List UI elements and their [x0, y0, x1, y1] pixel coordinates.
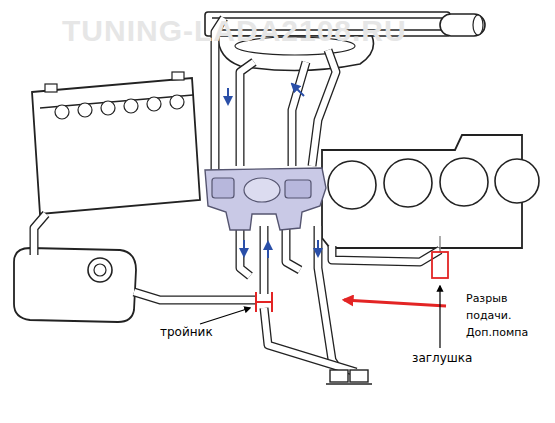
- hose: [332, 246, 440, 262]
- cylinder-bore: [495, 159, 539, 203]
- valve-body: [244, 178, 280, 202]
- flow-arrow: [267, 242, 269, 258]
- hose: [240, 62, 254, 166]
- cylinder-bore: [328, 161, 376, 209]
- tee-fitting: [256, 301, 272, 303]
- expansion-tank: [14, 248, 136, 322]
- hose: [240, 62, 254, 166]
- battery-cap: [101, 101, 115, 115]
- hose: [286, 226, 300, 270]
- battery-cap: [170, 95, 184, 109]
- hose: [34, 214, 46, 255]
- hose: [286, 226, 300, 270]
- flow-arrow: [243, 240, 245, 256]
- heater-valve: [205, 168, 326, 230]
- hose: [261, 226, 267, 294]
- leader-arrow: [200, 308, 250, 324]
- hose: [240, 226, 250, 276]
- hose: [240, 226, 250, 276]
- pipe-fitting: [350, 370, 368, 382]
- valve-body: [285, 180, 311, 198]
- watermark: TUNING-LADA2108.RU: [62, 14, 407, 48]
- tank-cap-inner: [94, 264, 106, 276]
- valve-body: [212, 178, 234, 198]
- hose: [292, 62, 306, 166]
- hose: [292, 62, 306, 166]
- hose: [332, 246, 440, 262]
- hose: [134, 292, 256, 300]
- leader-arrow: [439, 286, 440, 348]
- pipe-fitting: [330, 370, 348, 382]
- hose: [134, 292, 256, 300]
- hose: [312, 50, 336, 166]
- part-label: заглушка: [412, 350, 472, 366]
- battery-terminal: [45, 84, 57, 92]
- flow-arrow: [227, 88, 229, 104]
- heater-tank: [440, 14, 485, 36]
- hose: [312, 50, 336, 166]
- tank-cap: [88, 258, 112, 282]
- battery-cap: [124, 99, 138, 113]
- hose: [260, 226, 269, 294]
- battery-cap: [55, 105, 69, 119]
- hose: [264, 308, 356, 372]
- callout-note: Разрыв подачи. Доп.помпа: [466, 290, 554, 341]
- part-label: тройник: [160, 324, 213, 340]
- flow-arrow: [292, 84, 304, 96]
- tee-fitting: [256, 292, 272, 312]
- battery-cap: [147, 97, 161, 111]
- cylinder-bore: [440, 158, 488, 206]
- cylinder-bore: [384, 159, 432, 207]
- hose: [34, 214, 46, 255]
- engine-block: [322, 135, 522, 248]
- plug-outline: [432, 252, 448, 278]
- hose: [264, 308, 356, 372]
- battery-cap: [78, 103, 92, 117]
- battery-terminal: [172, 72, 184, 80]
- heater-tank-end: [473, 15, 483, 35]
- pipe-stub: [439, 236, 440, 252]
- red-pointer: [344, 300, 446, 306]
- battery-body: [32, 78, 200, 214]
- pipe-flange: [326, 383, 372, 384]
- flow-arrow: [317, 240, 319, 256]
- hoses: [34, 18, 440, 372]
